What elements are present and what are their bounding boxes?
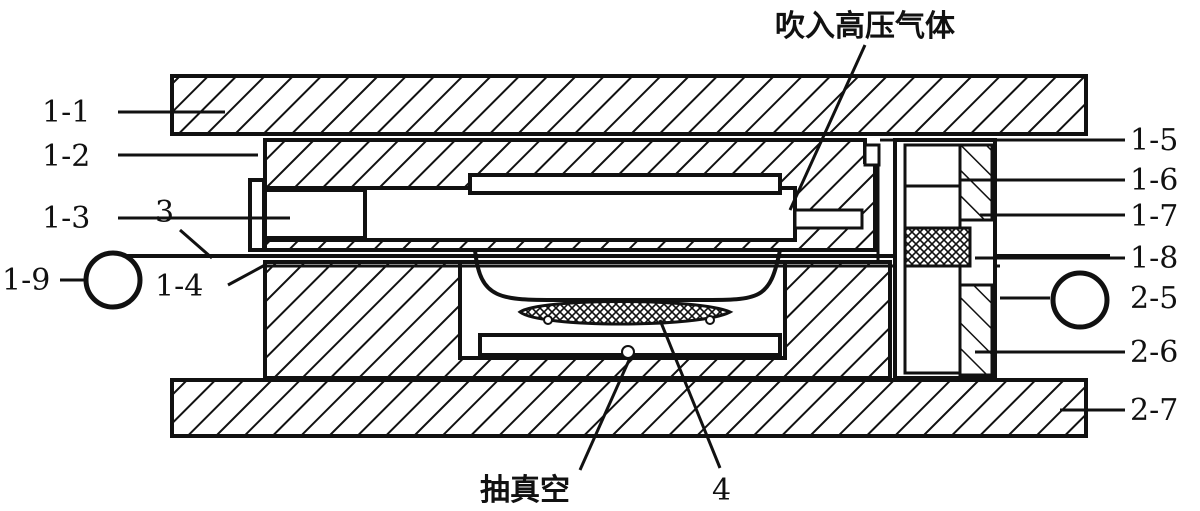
label-2-7: 2-7: [1130, 393, 1178, 428]
seal-small: [863, 143, 881, 167]
label-1-9: 1-9: [2, 263, 50, 298]
formed-film: [473, 249, 782, 302]
annotation-vacuum: 抽真空: [480, 473, 570, 508]
upper-recess: [468, 173, 782, 195]
vacuum-port: [621, 345, 635, 359]
bottom-plate: [170, 378, 1088, 438]
part-dot-left: [543, 315, 553, 325]
part-dot-right: [705, 315, 715, 325]
label-1-3: 1-3: [42, 201, 90, 236]
roller-left: [83, 250, 143, 310]
spring: [903, 226, 972, 268]
label-2-5: 2-5: [1130, 281, 1178, 316]
piston-cap: [248, 178, 266, 252]
label-1-2: 1-2: [42, 139, 90, 174]
label-1-8: 1-8: [1130, 241, 1178, 276]
label-4: 4: [712, 473, 731, 508]
label-1-6: 1-6: [1130, 163, 1178, 198]
label-1-7: 1-7: [1130, 199, 1178, 234]
label-1-5: 1-5: [1130, 123, 1178, 158]
label-1-1: 1-1: [42, 95, 90, 130]
top-plate: [170, 74, 1088, 136]
roller-right: [1050, 270, 1110, 330]
label-2-6: 2-6: [1130, 335, 1178, 370]
side-hatch-top: [958, 143, 994, 222]
gas-channel: [793, 208, 864, 230]
part-4: [517, 300, 734, 326]
label-3: 3: [155, 195, 174, 230]
leader-lines: [60, 44, 1125, 471]
piston-rod: [263, 188, 367, 240]
side-hatch-bottom: [958, 283, 994, 377]
annotation-gas-inlet: 吹入高压气体: [775, 9, 956, 44]
label-1-4: 1-4: [155, 269, 203, 304]
